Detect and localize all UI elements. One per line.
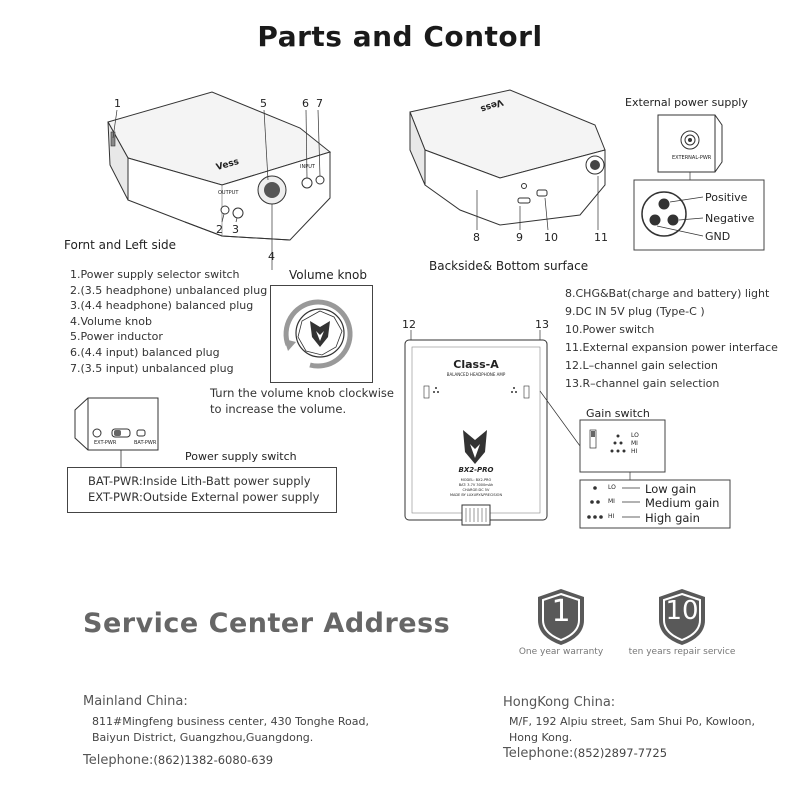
power-switch-label: Power supply switch — [185, 450, 297, 463]
pin-gnd: GND — [705, 230, 731, 243]
page-title: Parts and Contorl — [257, 20, 543, 53]
front-parts-list: 1.Power supply selector switch 2.(3.5 he… — [70, 267, 267, 376]
list-item: 10.Power switch — [565, 323, 655, 336]
gain-lo-mark: LO — [631, 432, 639, 439]
spec-line: MADE BY LUXURY&PRECISION — [449, 493, 503, 497]
power-switch-line: EXT-PWR:Outside External power supply — [88, 489, 320, 504]
list-item: 3.(4.4 headphone) balanced plug — [70, 299, 254, 313]
power-switch-desc: BAT-PWR:Inside Lith-Batt power supply EX… — [88, 474, 319, 505]
spec-line: BAT: 3.7V 3000mAh — [458, 483, 494, 487]
address-line: Baiyun District, Guangzhou,Guangdong. — [92, 731, 314, 744]
gain-hi-short: HI — [608, 513, 615, 520]
list-item: 4.Volume knob — [70, 314, 152, 328]
callout-13: 13 — [535, 318, 549, 331]
gain-switch-label: Gain switch — [586, 407, 650, 420]
tel-number: (852)2897-7725 — [573, 746, 668, 760]
bottom-class-label: Class-A — [453, 358, 499, 371]
power-switch-line: BAT-PWR:Inside Lith-Batt power supply — [88, 474, 311, 488]
external-port-mark: EXTERNAL-PWR — [672, 155, 712, 161]
list-item: 13.R–channel gain selection — [565, 377, 720, 390]
hongkong-heading: HongKong China: — [503, 695, 616, 710]
callout-4: 4 — [268, 250, 275, 263]
callout-12: 12 — [402, 318, 416, 331]
gain-high: High gain — [645, 511, 700, 525]
bat-pwr-mark: BAT-PWR — [134, 440, 157, 446]
callout-5: 5 — [260, 97, 267, 110]
gain-low: Low gain — [645, 482, 697, 496]
list-item: 12.L–channel gain selection — [565, 359, 718, 372]
mainland-telephone: Telephone:(862)1382-6080-639 — [83, 753, 273, 768]
back-parts-list: 8.CHG&Bat(charge and battery) light 9.DC… — [565, 285, 778, 393]
bottom-subtitle: BALANCED HEADPHONE AMP — [446, 372, 506, 377]
callout-2: 2 — [216, 223, 223, 236]
volume-knob-label: Volume knob — [289, 268, 367, 282]
list-item: 8.CHG&Bat(charge and battery) light — [565, 287, 770, 300]
bottom-model: BX2-PRO — [458, 466, 494, 474]
list-item: 7.(3.5 input) unbalanced plug — [70, 361, 234, 375]
repair-caption: ten years repair service — [628, 647, 736, 657]
volume-caption-line: to increase the volume. — [210, 401, 347, 416]
tel-label: Telephone: — [503, 746, 574, 761]
callout-1: 1 — [114, 97, 121, 110]
back-section-label: Backside& Bottom surface — [429, 259, 589, 273]
hongkong-telephone: Telephone:(852)2897-7725 — [503, 746, 667, 761]
warranty-shield-icon — [538, 589, 584, 645]
list-item: 9.DC IN 5V plug (Type-C ) — [565, 305, 705, 318]
mainland-address: 811#Mingfeng business center, 430 Tonghe… — [92, 714, 369, 746]
list-item: 6.(4.4 input) balanced plug — [70, 345, 220, 359]
power-switch-box — [67, 467, 337, 513]
front-input-mark: INPUT — [300, 164, 315, 170]
mainland-heading: Mainland China: — [83, 694, 188, 709]
gain-medium: Medium gain — [645, 496, 720, 510]
pin-positive: Positive — [705, 191, 748, 204]
callout-10: 10 — [544, 231, 558, 244]
volume-caption: Turn the volume knob clockwise to increa… — [210, 386, 394, 417]
repair-shield-icon — [659, 589, 705, 645]
address-line: Hong Kong. — [509, 731, 573, 744]
front-section-label: Fornt and Left side — [64, 238, 177, 252]
spec-line: CHARGE:DC 5V — [462, 488, 490, 492]
ext-pwr-mark: EXT-PWR — [94, 440, 117, 446]
callout-11: 11 — [594, 231, 608, 244]
list-item: 1.Power supply selector switch — [70, 268, 240, 281]
callout-9: 9 — [516, 231, 523, 244]
callout-6: 6 — [302, 97, 309, 110]
list-item: 2.(3.5 headphone) unbalanced plug — [70, 283, 268, 297]
spec-line: MODEL: BX2-PRO — [460, 478, 492, 482]
tel-number: (862)1382-6080-639 — [153, 753, 274, 767]
volume-knob-icon — [283, 299, 353, 369]
external-power-label: External power supply — [625, 96, 748, 109]
front-output-mark: OUTPUT — [218, 190, 239, 196]
list-item: 11.External expansion power interface — [565, 341, 778, 354]
gain-mi-short: MI — [608, 498, 615, 505]
repair-number: 10 — [665, 596, 699, 626]
list-item: 5.Power inductor — [70, 330, 163, 344]
service-title: Service Center Address — [83, 608, 451, 639]
volume-caption-line: Turn the volume knob clockwise — [210, 386, 394, 400]
hongkong-address: M/F, 192 Alpiu street, Sam Shui Po, Kowl… — [509, 714, 755, 746]
address-line: 811#Mingfeng business center, 430 Tonghe… — [92, 715, 369, 728]
pin-negative: Negative — [705, 212, 755, 225]
gain-lo-short: LO — [608, 484, 616, 491]
warranty-caption: One year warranty — [518, 647, 604, 657]
callout-8: 8 — [473, 231, 480, 244]
callout-3: 3 — [232, 223, 239, 236]
callout-7: 7 — [316, 97, 323, 110]
bottom-spec: MODEL: BX2-PRO BAT: 3.7V 3000mAh CHARGE:… — [405, 478, 547, 498]
address-line: M/F, 192 Alpiu street, Sam Shui Po, Kowl… — [509, 715, 756, 728]
tel-label: Telephone: — [83, 753, 154, 768]
gain-hi-mark: HI — [631, 448, 638, 455]
warranty-number: 1 — [551, 594, 571, 629]
gain-mi-mark: MI — [631, 440, 638, 447]
